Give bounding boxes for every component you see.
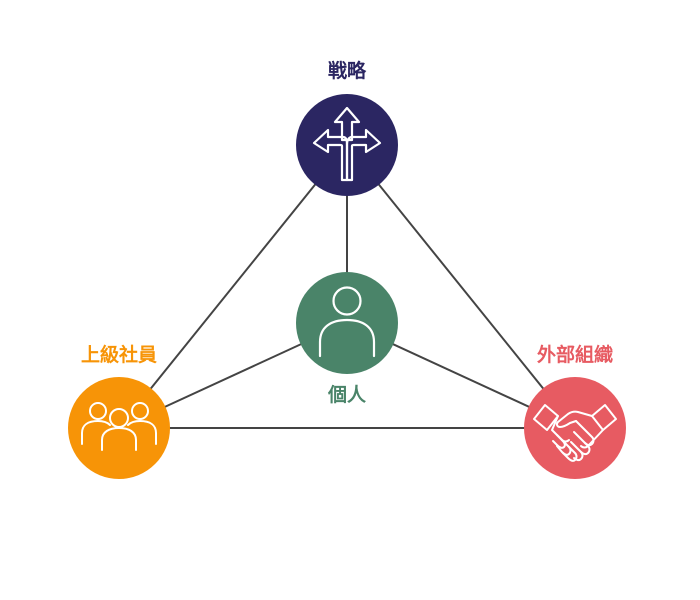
node-personal <box>296 272 398 374</box>
person-icon <box>318 286 376 358</box>
group-icon <box>81 402 157 451</box>
node-circle-personal <box>296 272 398 374</box>
node-label-external: 外部組織 <box>536 344 614 366</box>
node-circle-external <box>524 377 626 479</box>
node-external <box>524 377 626 479</box>
handshake-icon <box>533 404 617 462</box>
edge-strategy-senior <box>118 144 348 429</box>
node-strategy <box>296 94 398 196</box>
split-arrows-icon <box>312 106 382 182</box>
node-label-strategy: 戦略 <box>327 60 367 82</box>
node-label-senior: 上級社員 <box>80 344 158 366</box>
edge-strategy-external <box>346 144 576 429</box>
node-label-personal: 個人 <box>327 384 367 406</box>
node-senior <box>68 377 170 479</box>
